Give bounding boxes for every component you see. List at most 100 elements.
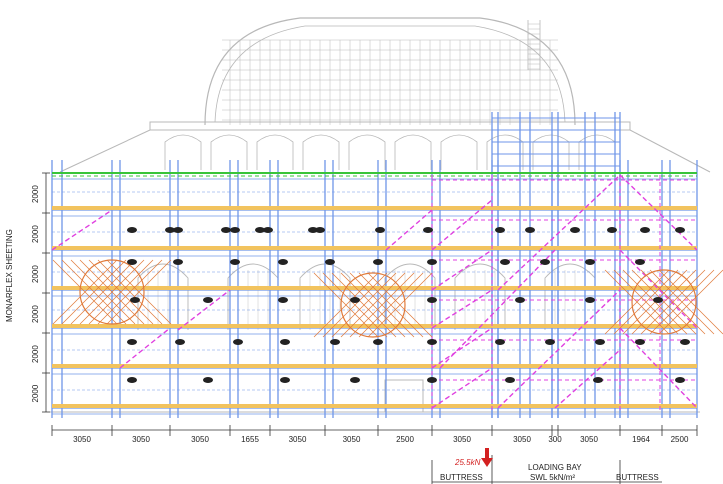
tie-marker xyxy=(515,297,525,303)
sheeting-hatch xyxy=(322,272,388,338)
sheeting-hatch xyxy=(70,259,136,325)
tie-marker xyxy=(165,227,175,233)
tie-marker xyxy=(325,259,335,265)
side-label-group: MONARFLEX SHEETING xyxy=(5,229,14,322)
lift-height-label: 2000 xyxy=(31,225,40,243)
lower-arch-window xyxy=(137,263,189,330)
sheeting-circles xyxy=(52,259,723,338)
sheeting-hatch xyxy=(313,272,379,338)
tie-marker xyxy=(373,339,383,345)
lower-arch-window xyxy=(384,263,436,330)
bay-width-label: 2500 xyxy=(396,435,414,444)
diagonal-brace xyxy=(431,367,493,409)
loading-bay-note: LOADING BAY SWL 5kN/m² xyxy=(528,463,582,482)
sheeting-hatch xyxy=(604,269,670,335)
tie-marker xyxy=(595,339,605,345)
clerestory-arch xyxy=(210,134,248,170)
tie-marker xyxy=(330,339,340,345)
lift-height-group: 2000 xyxy=(31,265,40,283)
tie-marker xyxy=(495,339,505,345)
sheeting-circle xyxy=(52,259,172,325)
lift-height-group: 2000 xyxy=(31,384,40,402)
bay-width-label: 1655 xyxy=(241,435,259,444)
tie-marker xyxy=(585,297,595,303)
tie-marker xyxy=(540,259,550,265)
clerestory-arch xyxy=(302,134,340,170)
diagonal-brace xyxy=(619,249,698,329)
tie-markers xyxy=(127,227,690,383)
sheeting-hatch xyxy=(613,269,679,335)
lift-height-group: 2000 xyxy=(31,305,40,323)
tie-marker xyxy=(308,227,318,233)
tie-marker xyxy=(127,259,137,265)
lift-height-label: 2000 xyxy=(31,384,40,402)
tie-marker xyxy=(230,227,240,233)
scaffold-deck xyxy=(52,286,697,290)
sheeting-hatch xyxy=(88,259,154,325)
sheeting-hatch xyxy=(649,269,715,335)
tie-marker xyxy=(221,227,231,233)
sheeting-hatch xyxy=(97,259,163,325)
tie-marker xyxy=(175,339,185,345)
tie-marker xyxy=(427,377,437,383)
diagonal-brace xyxy=(497,289,621,409)
bay-width-label: 3050 xyxy=(343,435,361,444)
lift-height-group: 2000 xyxy=(31,185,40,203)
lower-arch-window xyxy=(544,263,596,330)
clerestory-arch xyxy=(394,134,432,170)
sheeting-circle-outline xyxy=(79,259,145,325)
tie-marker xyxy=(500,259,510,265)
diagonal-brace xyxy=(619,174,698,251)
diagonal-brace xyxy=(619,327,698,409)
diagonal-brace xyxy=(431,249,493,291)
sheeting-hatch xyxy=(358,272,424,338)
tie-marker xyxy=(278,259,288,265)
scaffold-deck xyxy=(52,324,697,328)
tie-marker xyxy=(545,339,555,345)
sheeting-circle-outline xyxy=(631,269,697,335)
tie-marker xyxy=(675,377,685,383)
tie-marker xyxy=(350,377,360,383)
tie-marker xyxy=(427,259,437,265)
tie-marker xyxy=(127,339,137,345)
tie-marker xyxy=(263,227,273,233)
diagonal-brace xyxy=(431,289,493,329)
diagonal-brace xyxy=(119,327,171,369)
bay-width-label: 3050 xyxy=(132,435,150,444)
tie-marker xyxy=(233,339,243,345)
tie-marker xyxy=(315,227,325,233)
bay-width-label: 3050 xyxy=(513,435,531,444)
scaffold-frame xyxy=(51,112,698,418)
sheeting-hatch xyxy=(658,269,723,335)
sheeting-hatch xyxy=(631,269,697,335)
bay-width-label: 300 xyxy=(548,435,562,444)
lower-arch-window xyxy=(454,263,506,330)
sheeting-circle xyxy=(313,272,433,338)
load-arrow-icon xyxy=(481,448,493,467)
diagonal-brace xyxy=(497,174,621,291)
side-label: MONARFLEX SHEETING xyxy=(5,229,14,322)
sheeting-hatch xyxy=(349,272,415,338)
diagonal-brace xyxy=(431,199,493,251)
scaffold-deck xyxy=(52,206,697,210)
load-label: 25.5kN xyxy=(454,458,481,467)
clerestory-arch xyxy=(348,134,386,170)
tie-marker xyxy=(680,339,690,345)
tie-marker xyxy=(635,339,645,345)
tie-marker xyxy=(173,227,183,233)
sheeting-circle xyxy=(604,269,723,335)
bay-width-label: 3050 xyxy=(73,435,91,444)
tie-marker xyxy=(130,297,140,303)
tie-marker xyxy=(280,339,290,345)
buttress-label-left: BUTTRESS xyxy=(440,473,483,482)
scaffold-deck xyxy=(52,364,697,368)
bay-width-label: 1964 xyxy=(632,435,650,444)
lower-arch-window xyxy=(227,263,279,330)
tie-marker xyxy=(127,377,137,383)
diagonal-brace xyxy=(554,349,621,409)
diagonal-brace xyxy=(51,209,113,251)
dome-inner-outline xyxy=(214,25,566,123)
building-elevation xyxy=(50,17,711,413)
